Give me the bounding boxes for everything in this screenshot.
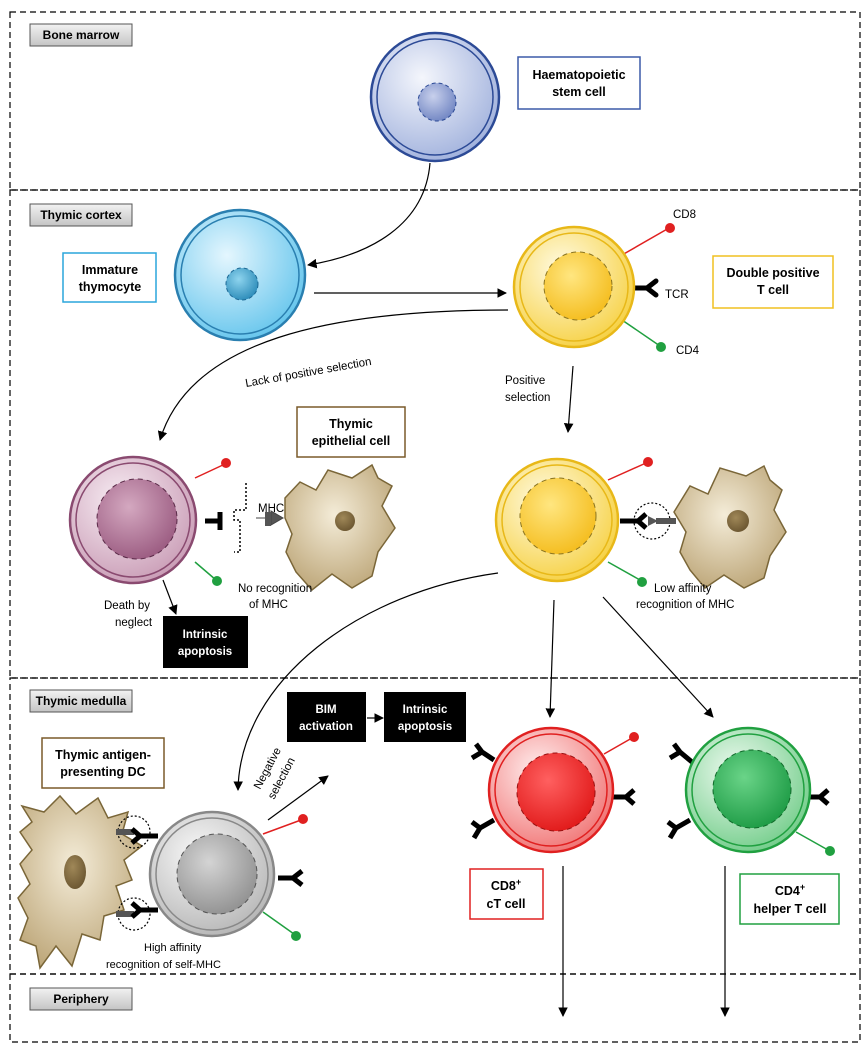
no-recognition-line-1: No recognition [238, 583, 312, 595]
cd4-cell-label-main: CD4 [775, 884, 800, 898]
intrinsic-apoptosis-2-line-2: apoptosis [398, 721, 452, 733]
apc-label-line-1: Thymic antigen- [55, 748, 151, 762]
high-affinity-line-2: recognition of self-MHC [106, 959, 221, 971]
hsc-label-line-1: Haematopoietic [532, 68, 625, 82]
zone-periphery: Periphery [9, 973, 861, 1043]
dendritic-cell [17, 794, 158, 970]
apc-label-box: Thymic antigen- presenting DC [41, 737, 165, 789]
double-positive-label-box: Double positive T cell [712, 255, 834, 309]
high-affinity-line-1: High affinity [144, 942, 202, 954]
lack-positive-selection-label: Lack of positive selection [244, 356, 372, 390]
cd4-cell-label-sup: + [800, 882, 805, 892]
epithelial-label-line-1: Thymic [329, 417, 373, 431]
intrinsic-apoptosis-1-line-2: apoptosis [178, 646, 232, 658]
cd8-cell-label-main: CD8 [491, 879, 516, 893]
apc-label-line-2: presenting DC [60, 765, 145, 779]
bim-activation-line-1: BIM [315, 704, 336, 716]
cd4-t-cell [666, 726, 835, 856]
intrinsic-apoptosis-2-line-1: Intrinsic [403, 704, 448, 716]
epithelial-label-line-2: epithelial cell [312, 434, 391, 448]
immature-label-box: Immature thymocyte [62, 252, 157, 303]
bim-activation-line-2: activation [299, 721, 353, 733]
cd4-cell-label-line-1: CD4+ [775, 882, 805, 898]
neglect-cell [68, 455, 247, 586]
intrinsic-apoptosis-box-1: Intrinsic apoptosis [163, 616, 248, 668]
low-affinity-line-2: recognition of MHC [636, 599, 734, 611]
zone-label-periphery: Periphery [53, 992, 109, 1006]
thymic-epithelial-cell-1 [256, 463, 396, 592]
positively-selected-cell [494, 457, 653, 587]
zone-label-bone-marrow: Bone marrow [43, 28, 120, 42]
positive-selection-label-2: selection [505, 392, 550, 404]
immature-label-line-1: Immature [82, 263, 138, 277]
hsc-label-box: Haematopoietic stem cell [517, 56, 641, 110]
epithelial-label-box: Thymic epithelial cell [296, 406, 406, 458]
tcr-label: TCR [665, 289, 689, 301]
cd8-t-cell [470, 726, 639, 854]
thymic-epithelial-cell-2 [620, 464, 787, 590]
cd8-cell-label-line-2: cT cell [487, 897, 526, 911]
hsc-label-line-2: stem cell [552, 85, 606, 99]
double-positive-label-line-1: Double positive [726, 266, 819, 280]
double-positive-label-line-2: T cell [757, 283, 789, 297]
immature-thymocyte-cell [173, 208, 307, 342]
hsc-cell [369, 31, 501, 163]
zone-label-thymic-medulla: Thymic medulla [36, 694, 127, 708]
immature-label-line-2: thymocyte [79, 280, 142, 294]
cd8-cell-label-line-1: CD8+ [491, 877, 521, 893]
intrinsic-apoptosis-box-2: Intrinsic apoptosis [384, 692, 466, 742]
positive-selection-label-1: Positive [505, 375, 545, 387]
negatively-selected-cell [148, 810, 308, 941]
no-recognition-line-2: of MHC [249, 599, 288, 611]
double-positive-cell [512, 223, 675, 352]
cd4-cell-label-line-2: helper T cell [754, 902, 827, 916]
death-neglect-line-2: neglect [115, 617, 153, 629]
intrinsic-apoptosis-1-line-1: Intrinsic [183, 629, 228, 641]
mhc-label: MHC [258, 503, 284, 515]
bim-activation-box: BIM activation [287, 692, 366, 742]
cd4-label-box: CD4+ helper T cell [739, 873, 840, 925]
cd8-label: CD8 [673, 209, 696, 221]
cd8-cell-label-sup: + [516, 877, 521, 887]
low-affinity-line-1: Low affinity [654, 583, 712, 595]
death-neglect-line-1: Death by [104, 600, 150, 612]
zone-label-thymic-cortex: Thymic cortex [40, 208, 122, 222]
arrows [157, 162, 730, 1017]
cd8-label-box: CD8+ cT cell [469, 868, 544, 920]
cd4-label: CD4 [676, 345, 700, 357]
